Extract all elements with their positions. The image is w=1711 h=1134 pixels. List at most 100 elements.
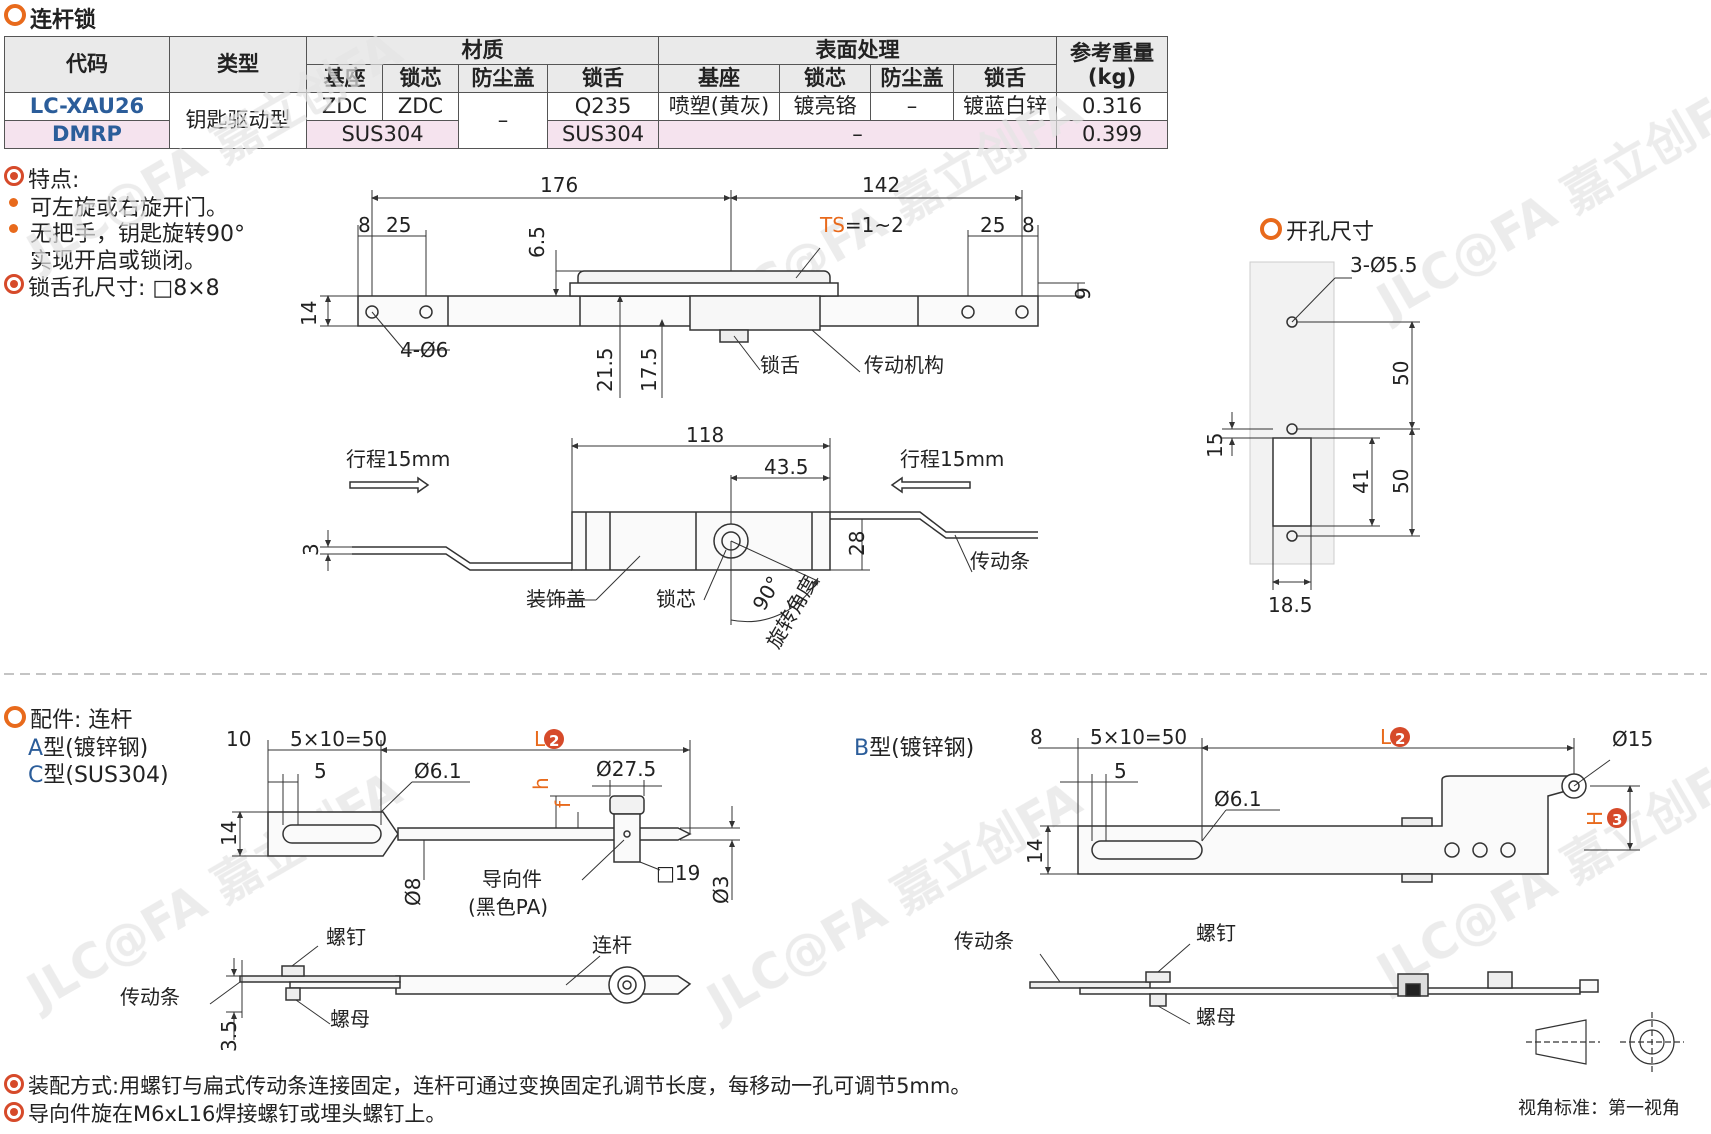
header-type: 类型 <box>169 36 307 93</box>
label-core: 锁芯 <box>656 587 696 611</box>
a-dim-5: 5 <box>314 759 327 783</box>
note-2-badge: 2 <box>549 732 559 750</box>
b-dim-pitch: 5×10=50 <box>1090 725 1187 749</box>
dim-21-5: 21.5 <box>593 347 617 392</box>
a-dim-h: h <box>529 777 553 790</box>
hole-ring-icon <box>4 274 24 294</box>
note-2-badge-icon <box>1390 727 1410 747</box>
b-dim-L: L <box>1380 725 1392 749</box>
b-dim-6-1: Ø6.1 <box>1214 787 1262 811</box>
a-dim-27-5: Ø27.5 <box>596 757 656 781</box>
sub-header: 锁芯 <box>779 64 871 93</box>
b-nut: 螺母 <box>1196 1005 1236 1029</box>
note-3-badge: 3 <box>1612 811 1622 829</box>
header-surface: 表面处理 <box>658 36 1057 65</box>
svg-text:JLC@FA 嘉立创FA: JLC@FA 嘉立创FA <box>1365 71 1711 332</box>
row1-base: ZDC <box>306 92 383 121</box>
cutout-view <box>1222 261 1420 590</box>
accessory-title: 配件: 连杆 <box>30 708 133 733</box>
note-ring-icon <box>4 1074 24 1094</box>
row2-material: SUS304 <box>306 120 459 149</box>
link-a-view <box>209 740 740 1040</box>
svg-text:JLC@FA 嘉立创FA: JLC@FA 嘉立创FA <box>15 21 410 282</box>
a-dim-8: Ø8 <box>401 878 425 906</box>
dim-8-right: 8 <box>1022 213 1035 237</box>
b-dim-15: Ø15 <box>1612 727 1653 751</box>
a-dim-14: 14 <box>217 821 241 846</box>
dim-14: 14 <box>297 301 321 326</box>
row1-tongue: Q235 <box>547 92 659 121</box>
b-dim-5: 5 <box>1114 759 1127 783</box>
features-ring-icon <box>4 166 24 186</box>
dim-43-5: 43.5 <box>764 455 809 479</box>
link-b-labels: 8 5×10=50 L 2 5 Ø6.1 Ø15 H 3 14 传动条 螺钉 螺… <box>954 725 1653 1029</box>
a-dim-3-5: 3.5 <box>217 1020 241 1052</box>
a-dim-f: f <box>551 800 575 808</box>
header-code: 代码 <box>4 36 170 93</box>
a-dim-pitch: 5×10=50 <box>290 727 387 751</box>
view-standard: 视角标准：第一视角 <box>1518 1098 1680 1119</box>
a-dim-L: L <box>534 727 546 751</box>
stroke-left: 行程15mm <box>346 447 450 471</box>
dim-25-right: 25 <box>980 213 1005 237</box>
a-guide: 导向件 <box>482 867 542 891</box>
a-screw: 螺钉 <box>326 925 366 949</box>
dim-9: 9 <box>1071 287 1095 300</box>
tongue-hole-size: 锁舌孔尺寸: □8×8 <box>28 276 220 301</box>
a-guide-mat: (黑色PA) <box>468 895 548 919</box>
features-title: 特点: <box>28 168 80 193</box>
link-a-labels: 10 5×10=50 L 2 5 Ø6.1 Ø27.5 h f 14 Ø8 □1… <box>120 727 733 1052</box>
accessory-ring-icon <box>4 706 26 728</box>
holes-4-6: 4-Ø6 <box>400 338 448 362</box>
cutout-41: 41 <box>1349 469 1373 494</box>
title-ring-icon <box>4 4 26 26</box>
note-2-badge: 2 <box>1395 730 1405 748</box>
row2-surface: – <box>658 120 1057 149</box>
note-ring-icon <box>4 1102 24 1122</box>
b-dim-H: H <box>1583 811 1607 826</box>
dim-142: 142 <box>862 173 900 197</box>
type-c-label: C型(SUS304) <box>28 763 169 788</box>
sub-header: 基座 <box>306 64 383 93</box>
row2-weight: 0.399 <box>1056 120 1168 149</box>
a-dim-sq19: □19 <box>656 861 700 885</box>
cutout-holes: 3-Ø5.5 <box>1350 253 1418 277</box>
bullet-icon <box>9 198 18 207</box>
header-weight: 参考重量(kg) <box>1056 36 1168 93</box>
a-bar: 传动条 <box>120 985 180 1009</box>
b-dim-14: 14 <box>1023 839 1047 864</box>
sub-header: 锁舌 <box>953 64 1057 93</box>
sub-header: 基座 <box>658 64 780 93</box>
note-guide: 导向件旋在M6xL16焊接螺钉或埋头螺钉上。 <box>28 1102 447 1126</box>
note-3-badge-icon <box>1607 808 1627 828</box>
dim-176: 176 <box>540 173 578 197</box>
label-mechanism: 传动机构 <box>864 353 944 377</box>
row-type: 钥匙驱动型 <box>169 92 307 149</box>
note-assembly: 装配方式:用螺钉与扁式传动条连接固定，连杆可通过变换固定孔调节长度，每移动一孔可… <box>28 1074 972 1098</box>
a-nut: 螺母 <box>330 1007 370 1031</box>
b-dim-8: 8 <box>1030 725 1043 749</box>
type-b-label: B型(镀锌钢) <box>854 736 975 761</box>
row1-weight: 0.316 <box>1056 92 1168 121</box>
front-view <box>320 438 1038 625</box>
row2-tongue: SUS304 <box>547 120 659 149</box>
feature-item: 无把手，钥匙旋转90° <box>30 222 245 247</box>
sub-header: 锁芯 <box>382 64 459 93</box>
b-screw: 螺钉 <box>1196 921 1236 945</box>
a-dim-3: Ø3 <box>709 876 733 904</box>
dim-28: 28 <box>845 531 869 556</box>
a-link: 连杆 <box>592 933 632 957</box>
row1-core: ZDC <box>382 92 459 121</box>
row2-code: DMRP <box>4 120 170 149</box>
dim-8-left: 8 <box>358 213 371 237</box>
a-dim-6-1: Ø6.1 <box>414 759 462 783</box>
label-bar: 传动条 <box>970 549 1030 573</box>
link-b-view <box>1029 738 1640 1025</box>
stroke-right: 行程15mm <box>900 447 1004 471</box>
ts-range: TS=1~2 <box>819 213 904 237</box>
dim-17-5: 17.5 <box>637 347 661 392</box>
top-view-labels: 176 142 8 25 25 8 6.5 TS=1~2 14 9 4-Ø6 2… <box>297 173 1095 392</box>
feature-item: 实现开启或锁闭。 <box>30 249 207 274</box>
